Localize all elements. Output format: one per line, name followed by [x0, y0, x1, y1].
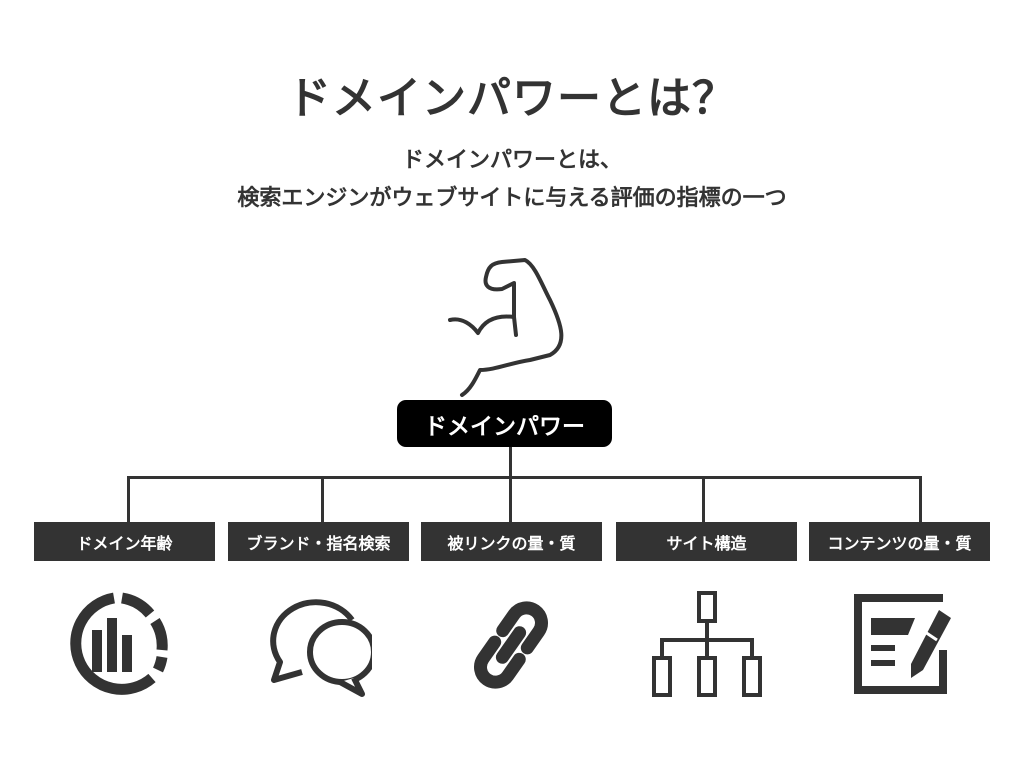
factor-content: コンテンツの量・質 [809, 522, 990, 561]
connector-horizontal [127, 476, 922, 479]
page-title: ドメインパワーとは？ [287, 73, 737, 124]
link-icon [474, 601, 548, 689]
connector-trunk [509, 447, 512, 479]
document-edit-icon [854, 594, 951, 694]
flexed-arm-icon [448, 258, 564, 397]
connector-drop [702, 476, 705, 522]
subtitle-line-2: 検索エンジンがウェブサイトに与える評価の指標の一つ [237, 186, 787, 211]
factor-site-structure: サイト構造 [616, 522, 797, 561]
factor-domain-age: ドメイン年齢 [34, 522, 215, 561]
chart-icon [70, 592, 168, 695]
subtitle-line-1: ドメインパワーとは、 [401, 148, 622, 173]
connector-drop [509, 476, 512, 522]
connector-drop [919, 476, 922, 522]
factor-backlinks: 被リンクの量・質 [421, 522, 602, 561]
speech-bubbles-icon [270, 599, 372, 697]
connector-drop [127, 476, 130, 522]
connector-drop [321, 476, 324, 522]
domain-power-box: ドメインパワー [397, 400, 612, 447]
factor-brand-search: ブランド・指名検索 [228, 522, 409, 561]
sitemap-icon [652, 591, 762, 697]
